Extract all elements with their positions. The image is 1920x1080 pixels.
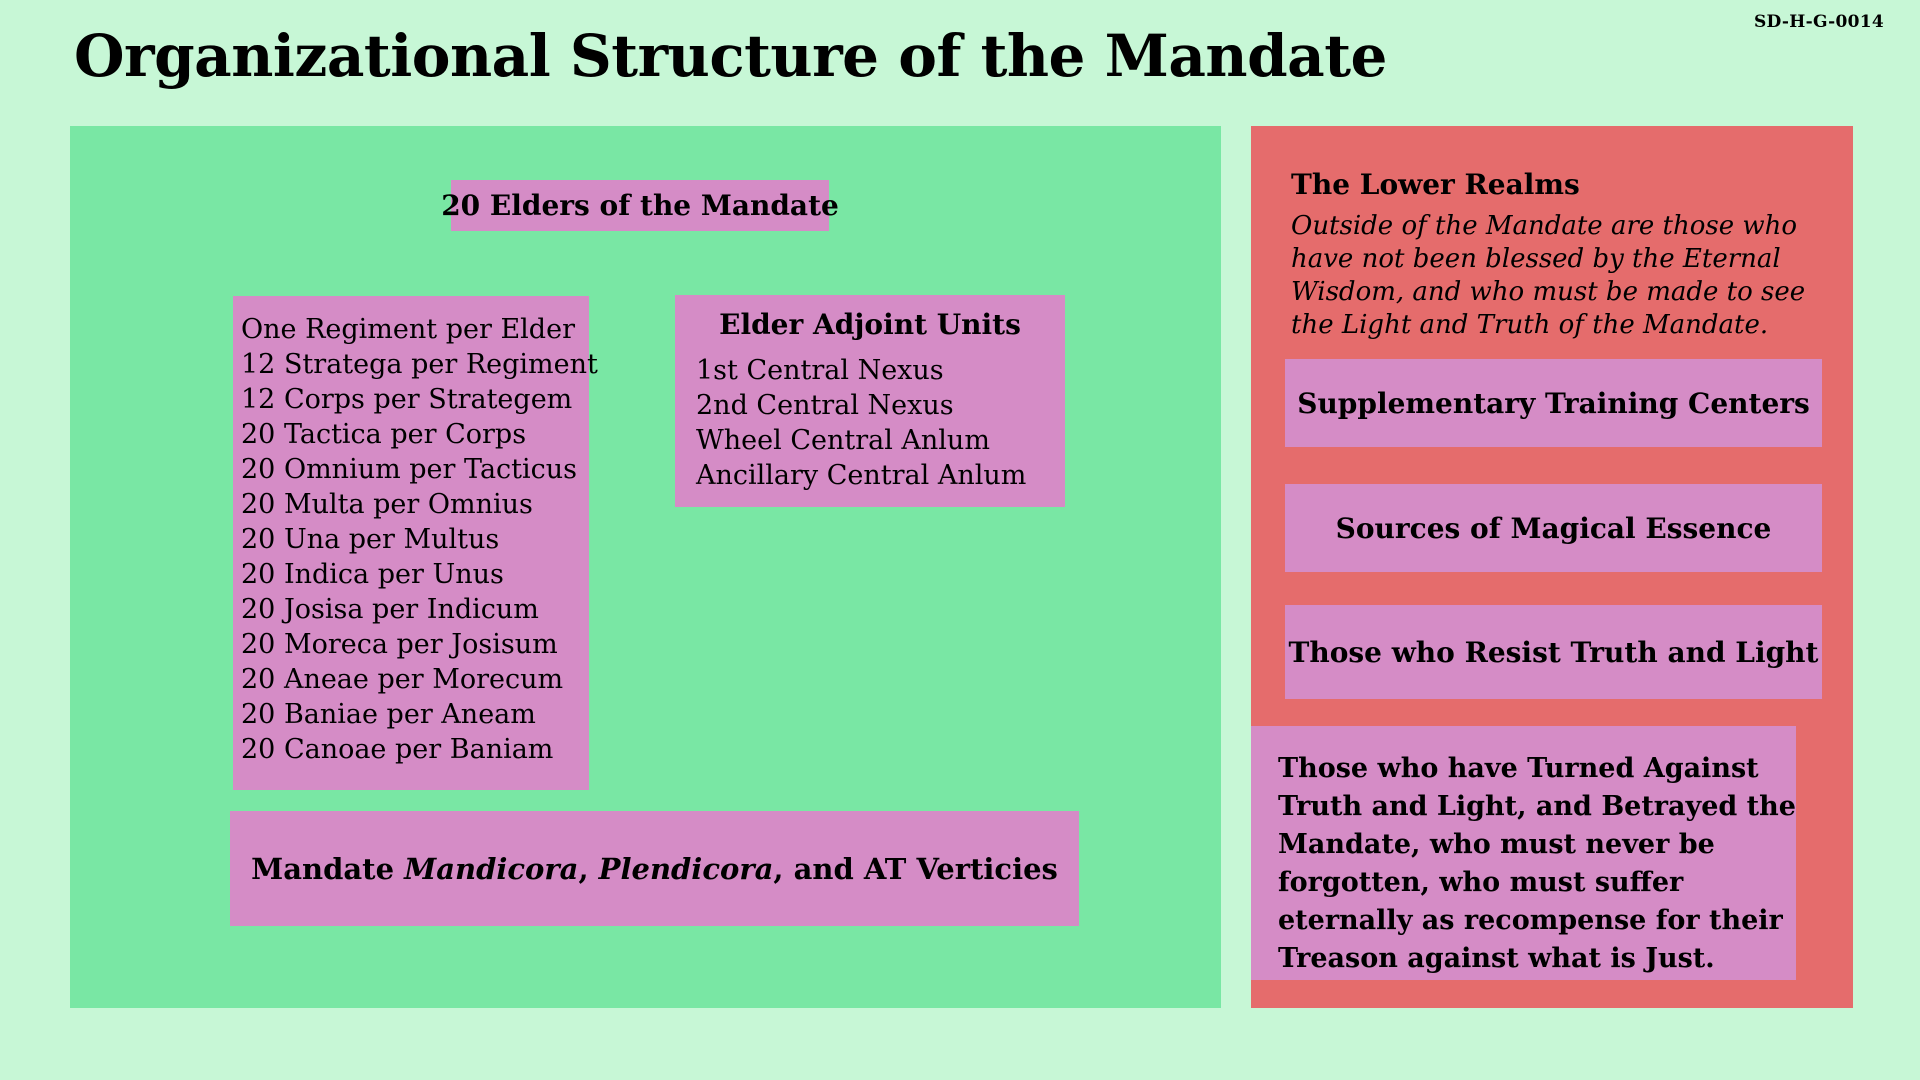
elder-adjoint-units-box: Elder Adjoint Units 1st Central Nexus 2n… [675,295,1065,507]
elders-box: 20 Elders of the Mandate [441,180,839,231]
betrayers-line: Those who have Turned Against [1278,753,1759,784]
hierarchy-line: 12 Corps per Strategem [241,384,573,415]
adjoint-unit-line: Ancillary Central Anlum [696,460,1027,491]
betrayers-box: Those who have Turned Against Truth and … [1251,726,1796,980]
betrayers-line: Treason against what is Just. [1278,943,1715,974]
mandate-verticies-part: , and AT Verticies [773,851,1058,886]
mandate-verticies-italic: Plendicora [598,851,774,886]
hierarchy-line: 20 Omnium per Tacticus [241,454,578,485]
mandate-verticies-italic: Mandicora [404,851,579,886]
hierarchy-line: 20 Tactica per Corps [241,419,527,450]
description-line: Wisdom, and who must be made to see [1291,277,1806,307]
betrayers-line: Mandate, who must never be [1278,829,1715,860]
hierarchy-line: 20 Josisa per Indicum [241,594,539,625]
mandate-verticies-text: Mandate Mandicora, Plendicora, and AT Ve… [251,852,1058,886]
betrayers-line: forgotten, who must suffer [1278,867,1684,898]
resist-truth-and-light-box: Those who Resist Truth and Light [1285,605,1822,699]
adjoint-unit-line: Wheel Central Anlum [696,425,990,456]
doc-code: SD-H-G-0014 [1753,12,1884,32]
sources-of-magical-essence-box: Sources of Magical Essence [1285,484,1822,572]
elder-adjoint-units-list: 1st Central Nexus 2nd Central Nexus Whee… [675,353,1065,493]
hierarchy-line: 20 Canoae per Baniam [241,734,554,765]
mandate-verticies-box: Mandate Mandicora, Plendicora, and AT Ve… [230,811,1079,926]
lower-realms-panel: The Lower Realms Outside of the Mandate … [1251,126,1853,1008]
hierarchy-line: 20 Una per Multus [241,524,500,555]
betrayers-line: Truth and Light, and Betrayed the [1278,791,1796,822]
lower-realms-title: The Lower Realms [1291,168,1580,201]
adjoint-unit-line: 1st Central Nexus [696,355,944,386]
betrayers-line: eternally as recompense for their [1278,905,1783,936]
hierarchy-line: 20 Baniae per Aneam [241,699,536,730]
hierarchy-line: 20 Indica per Unus [241,559,504,590]
hierarchy-line: 20 Multa per Omnius [241,489,533,520]
mandate-panel: 20 Elders of the Mandate One Regiment pe… [70,126,1221,1008]
elder-adjoint-units-title: Elder Adjoint Units [719,308,1021,341]
adjoint-unit-line: 2nd Central Nexus [696,390,954,421]
hierarchy-line: 20 Aneae per Morecum [241,664,564,695]
page-title: Organizational Structure of the Mandate [74,22,1387,90]
description-line: the Light and Truth of the Mandate. [1291,310,1769,340]
mandate-verticies-part: , [578,851,599,886]
hierarchy-line: 20 Moreca per Josisum [241,629,558,660]
hierarchy-line: One Regiment per Elder [241,314,575,345]
supplementary-training-centers-box: Supplementary Training Centers [1285,359,1822,447]
description-line: have not been blessed by the Eternal [1291,244,1781,274]
hierarchy-box: One Regiment per Elder 12 Stratega per R… [233,296,598,790]
hierarchy-line: 12 Stratega per Regiment [241,349,598,380]
mandate-verticies-part: Mandate [251,851,405,886]
description-line: Outside of the Mandate are those who [1291,211,1798,241]
lower-realms-description: Outside of the Mandate are those who hav… [1291,210,1805,342]
